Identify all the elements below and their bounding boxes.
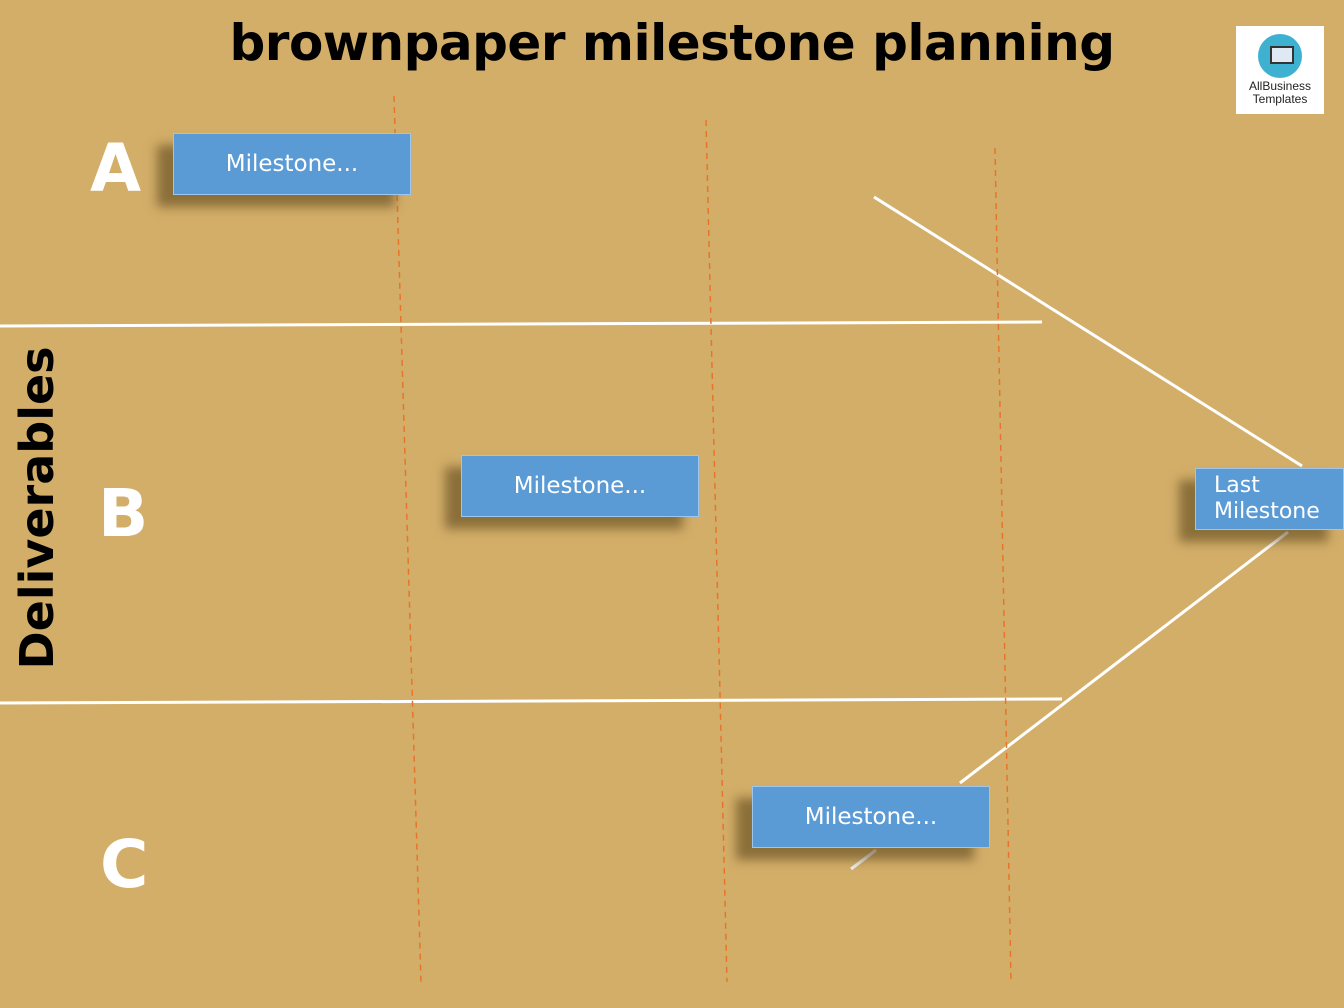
- milestone-c[interactable]: Milestone...: [752, 786, 990, 848]
- logo-text-1: AllBusiness: [1248, 79, 1312, 93]
- connector-line-stub: [850, 848, 877, 871]
- timeline-dashed-2: [705, 119, 728, 983]
- last-milestone[interactable]: Last Milestone: [1195, 468, 1344, 530]
- connector-line-top: [873, 195, 1303, 468]
- connector-line-bottom: [959, 530, 1289, 785]
- row-label-b: B: [98, 475, 149, 552]
- divider-line-ab: [0, 320, 1043, 328]
- timeline-dashed-3: [994, 147, 1012, 983]
- logo-text-2: Templates: [1252, 92, 1308, 106]
- timeline-dashed-1: [393, 95, 422, 983]
- laptop-icon: [1258, 34, 1302, 78]
- deliverables-label: Deliverables: [10, 346, 64, 670]
- divider-line-bc: [0, 697, 1063, 705]
- page-title: brownpaper milestone planning: [229, 14, 1116, 72]
- milestone-b[interactable]: Milestone...: [461, 455, 699, 517]
- milestone-a[interactable]: Milestone...: [173, 133, 411, 195]
- allbusiness-logo: AllBusiness Templates: [1236, 26, 1324, 114]
- row-label-a: A: [90, 130, 142, 207]
- row-label-c: C: [100, 826, 149, 903]
